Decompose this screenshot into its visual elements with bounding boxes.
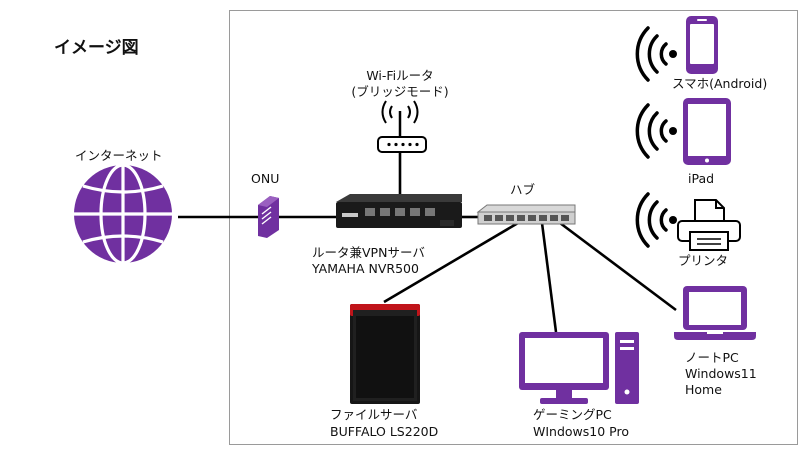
globe-icon (74, 163, 172, 265)
gaming-pc-label: ゲーミングPC (533, 407, 612, 422)
wifi-signal-icon (669, 50, 677, 224)
link-hub-gaming (540, 222, 558, 333)
laptop-label: ノートPC (685, 350, 739, 365)
wifi-router-icon (377, 100, 427, 153)
router-icon (336, 194, 462, 228)
onu-label: ONU (251, 171, 280, 186)
hub-label: ハブ (510, 182, 536, 197)
link-hub-laptop (559, 221, 677, 312)
ipad-label: iPad (688, 171, 715, 186)
nas-icon (350, 304, 420, 404)
fileserver-model-label: BUFFALO LS220D (330, 424, 439, 439)
printer-label: プリンタ (678, 253, 729, 268)
hub-icon (476, 204, 576, 225)
router-model-label: YAMAHA NVR500 (312, 261, 419, 276)
laptop-icon (674, 286, 756, 340)
wifi-mode-label: (ブリッジモード) (351, 84, 449, 99)
wifi-router-label: Wi-Fiルータ (366, 68, 434, 83)
gaming-os-label: WIndows10 Pro (533, 424, 629, 439)
laptop-edition-label: Home (685, 382, 722, 397)
tablet-icon (683, 98, 731, 165)
onu-icon (258, 196, 279, 238)
router-label: ルータ兼VPNサーバ (312, 245, 425, 260)
fileserver-label: ファイルサーバ (330, 407, 418, 422)
link-hub-fileserver (383, 221, 519, 304)
wifi-signal-arcs (635, 26, 668, 248)
smartphone-label: スマホ(Android) (672, 76, 768, 91)
diagram-frame (229, 10, 798, 445)
page-title: イメージ図 (54, 38, 139, 58)
printer-icon (677, 199, 741, 251)
desktop-pc-icon (519, 332, 639, 404)
internet-label: インターネット (75, 148, 163, 163)
smartphone-icon (686, 16, 718, 74)
connection-lines (178, 152, 677, 333)
laptop-os-label: Windows11 (685, 366, 757, 381)
